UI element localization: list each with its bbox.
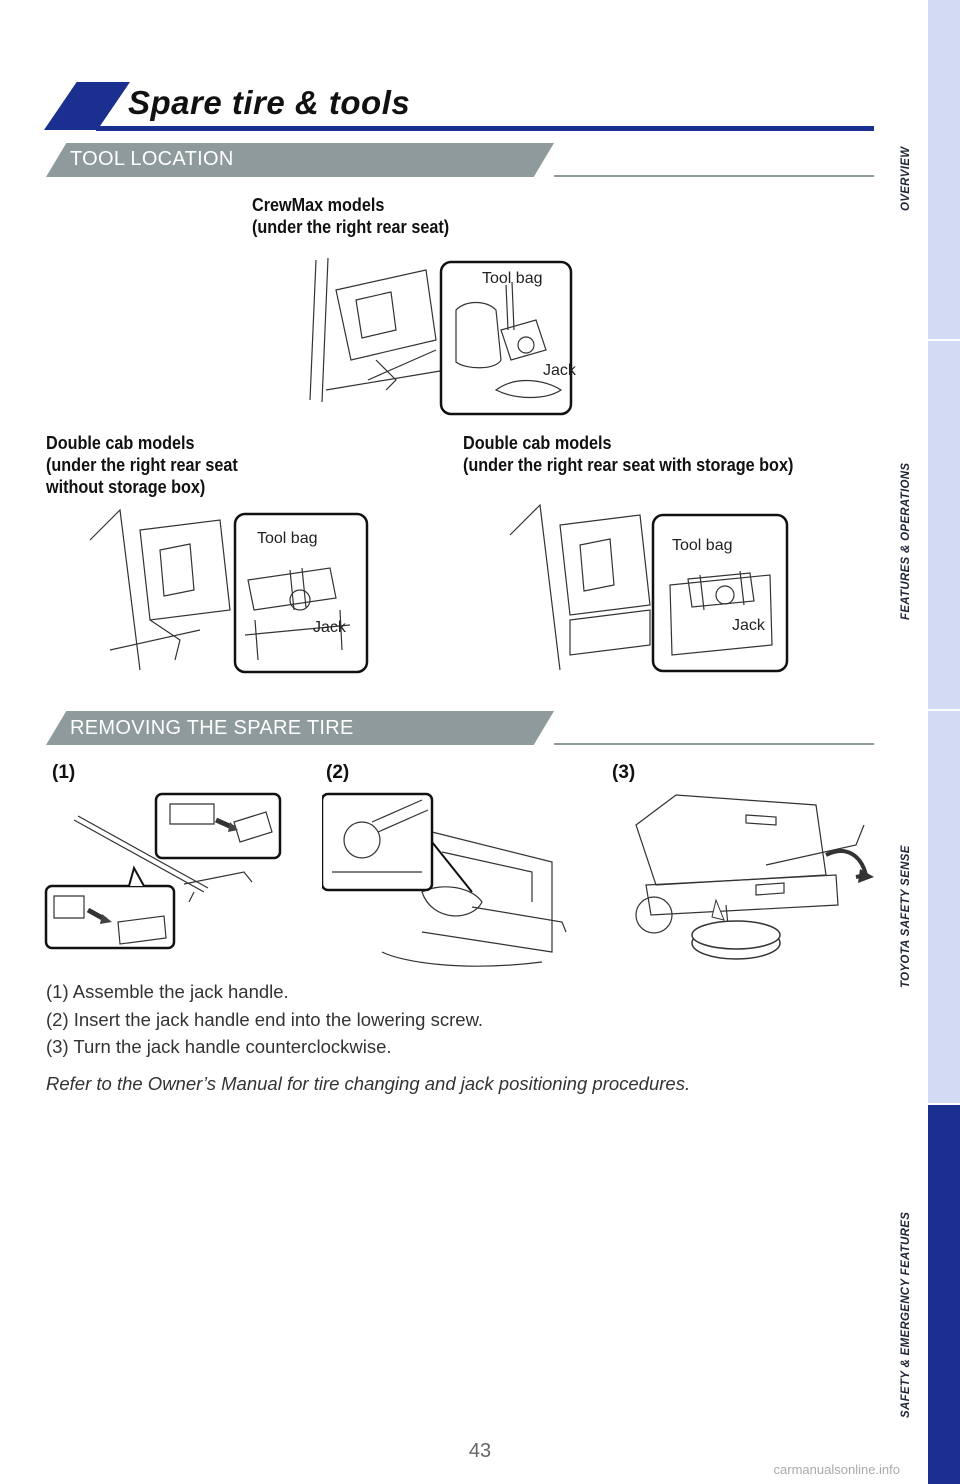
tab-overview[interactable] bbox=[928, 0, 960, 340]
step-label-2: (2) bbox=[326, 762, 350, 783]
section-rule bbox=[554, 743, 874, 745]
callout-jack: Jack bbox=[313, 619, 347, 636]
tab-safety-emergency[interactable] bbox=[928, 1104, 960, 1484]
header-accent bbox=[44, 82, 130, 130]
callout-tool-bag: Tool bag bbox=[257, 530, 318, 547]
step-label-3: (3) bbox=[612, 762, 636, 783]
tab-toyota-safety-sense[interactable] bbox=[928, 710, 960, 1104]
instruction-step-3: (3) Turn the jack handle counterclockwis… bbox=[46, 1036, 392, 1057]
section-rule bbox=[554, 175, 874, 177]
tab-divider bbox=[928, 1103, 960, 1105]
instruction-step-1: (1) Assemble the jack handle. bbox=[46, 981, 289, 1002]
callout-tool-bag: Tool bag bbox=[672, 537, 733, 554]
tab-label-features-operations: FEATURES & OPERATIONS bbox=[900, 462, 912, 620]
illustration-crewmax-tools: Tool bag Jack bbox=[309, 257, 577, 416]
instruction-step-2: (2) Insert the jack handle end into the … bbox=[46, 1009, 484, 1030]
page-number: 43 bbox=[468, 1440, 492, 1462]
callout-jack: Jack bbox=[543, 362, 577, 379]
manual-reference-note: Refer to the Owner’s Manual for tire cha… bbox=[46, 1073, 691, 1094]
callout-tool-bag: Tool bag bbox=[482, 270, 543, 287]
illustration-double-cab-box: Tool bag Jack bbox=[509, 503, 789, 673]
section-banner-tool-location bbox=[46, 143, 554, 177]
illustration-double-cab-no-box: Tool bag Jack bbox=[89, 508, 369, 674]
illustration-step1-assemble-handle bbox=[44, 792, 282, 950]
step-label-1: (1) bbox=[52, 762, 76, 783]
tab-divider bbox=[928, 339, 960, 341]
page-title: Spare tire & tools bbox=[128, 84, 411, 121]
tab-label-toyota-safety-sense: TOYOTA SAFETY SENSE bbox=[900, 845, 912, 988]
section-tabs bbox=[928, 0, 960, 1484]
illustration-step2-insert-handle bbox=[322, 792, 567, 967]
callout-jack: Jack bbox=[732, 617, 766, 634]
tab-label-overview: OVERVIEW bbox=[900, 146, 912, 211]
caption-double-cab-no-box: Double cab models (under the right rear … bbox=[46, 433, 238, 497]
caption-crewmax: CrewMax models (under the right rear sea… bbox=[252, 195, 450, 237]
tab-divider bbox=[928, 709, 960, 711]
tab-features-operations[interactable] bbox=[928, 340, 960, 710]
section-title-removing: REMOVING THE SPARE TIRE bbox=[70, 717, 354, 739]
section-title-tool-location: TOOL LOCATION bbox=[70, 148, 234, 170]
header-rule bbox=[96, 126, 874, 131]
caption-double-cab-box: Double cab models (under the right rear … bbox=[463, 433, 794, 475]
illustration-step3-turn-handle bbox=[635, 794, 874, 960]
section-banner-removing bbox=[46, 711, 554, 745]
watermark: carmanualsonline.info bbox=[773, 1462, 900, 1477]
tab-label-safety-emergency: SAFETY & EMERGENCY FEATURES bbox=[900, 1211, 912, 1418]
